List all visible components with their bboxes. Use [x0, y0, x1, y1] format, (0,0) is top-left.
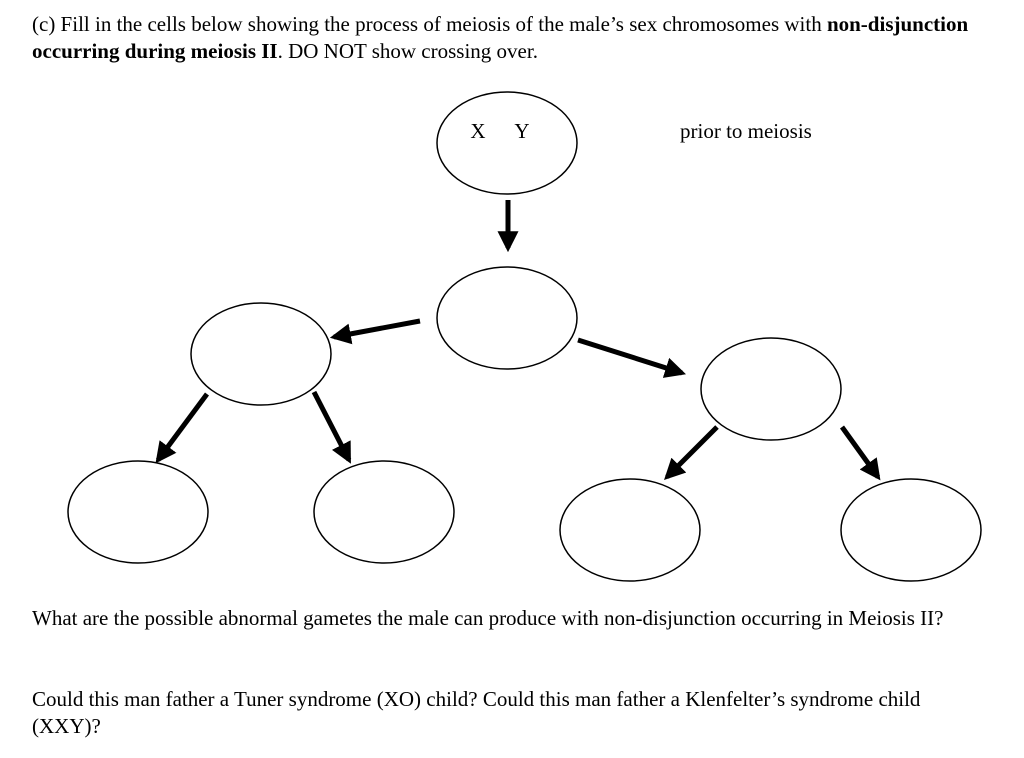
- stage-label: prior to meiosis: [680, 119, 812, 143]
- cell-after-replication[interactable]: [436, 266, 578, 370]
- cell-prior-to-meiosis: [436, 91, 578, 195]
- cell-meiosis1-left[interactable]: [190, 302, 332, 406]
- arrow-to-left-cell: [329, 318, 421, 345]
- instruction-emphasis: non-disjunction occurring during meiosis…: [32, 12, 969, 63]
- arrow-to-gamete-1: [155, 392, 210, 464]
- cell-gamete-3[interactable]: [559, 478, 701, 582]
- instruction-prefix: (c) Fill in the cells below showing the …: [32, 12, 827, 36]
- instruction-text: (c) Fill in the cells below showing the …: [32, 11, 992, 65]
- chromosome-x-label: X: [470, 119, 485, 143]
- question-syndromes: Could this man father a Tuner syndrome (…: [32, 687, 921, 738]
- arrow-to-gamete-3: [664, 425, 719, 480]
- instruction-suffix: . DO NOT show crossing over.: [277, 39, 538, 63]
- chromosome-y-label: Y: [514, 119, 529, 143]
- arrow-to-gamete-2: [311, 390, 352, 464]
- cell-gamete-4[interactable]: [840, 478, 982, 582]
- cell-gamete-1[interactable]: [67, 460, 209, 564]
- question-abnormal-gametes: What are the possible abnormal gametes t…: [32, 606, 944, 630]
- cell-meiosis1-right[interactable]: [700, 337, 842, 441]
- cell-gamete-2[interactable]: [313, 460, 455, 564]
- arrow-to-right-cell: [577, 337, 687, 378]
- arrow-to-gamete-4: [839, 425, 881, 481]
